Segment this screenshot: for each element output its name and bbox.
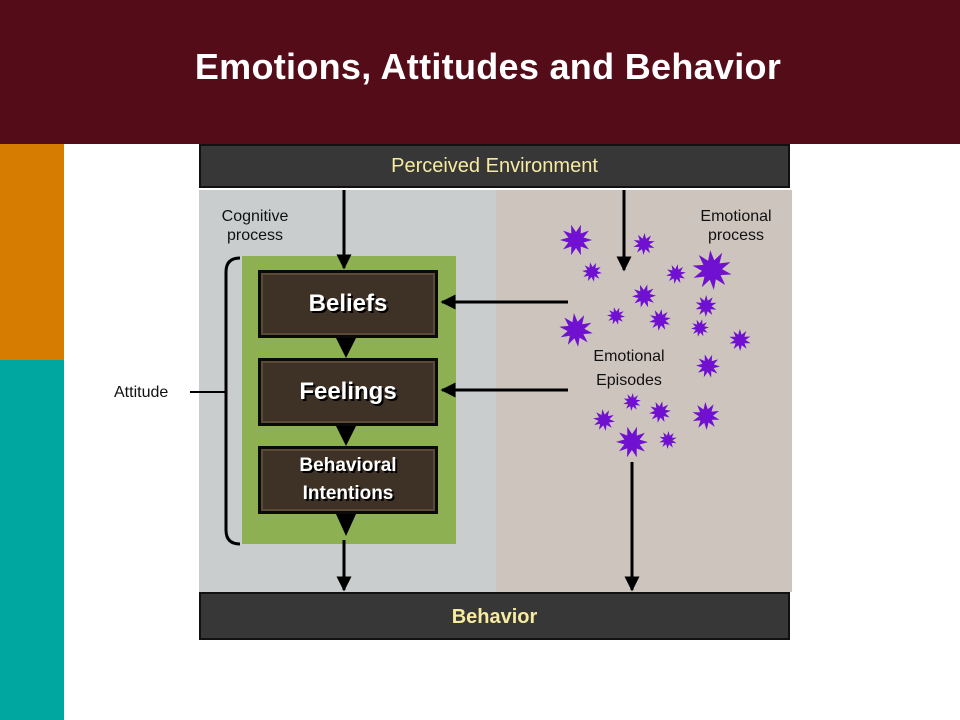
starburst-icon [692, 250, 732, 290]
behavioral-intentions-label: Behavioral Intentions [299, 452, 396, 508]
beliefs-box: Beliefs [258, 270, 438, 338]
starburst-icon [695, 295, 717, 317]
perceived-environment-bar: Perceived Environment [199, 144, 790, 188]
emotional-label-line2: process [707, 227, 765, 244]
side-accent-teal [0, 360, 64, 720]
emotional-label-line1: Emotional [700, 208, 772, 225]
starburst-icon [559, 313, 593, 347]
cognitive-label-line2: process [226, 227, 284, 244]
intentions-line2: Intentions [302, 483, 394, 504]
starburst-icon [607, 307, 625, 325]
chevron-feelings-to-intentions [336, 426, 356, 446]
starburst-icon [729, 329, 751, 351]
starburst-icon [582, 262, 602, 282]
starburst-icon [659, 431, 677, 449]
starburst-icon [623, 393, 641, 411]
starburst-icon [633, 233, 655, 255]
intentions-line1: Behavioral [299, 455, 397, 476]
starburst-icon [560, 224, 592, 256]
starburst-icon [691, 319, 709, 337]
starburst-icon [632, 284, 656, 308]
behavioral-intentions-box: Behavioral Intentions [258, 446, 438, 514]
cognitive-label-line1: Cognitive [221, 208, 289, 225]
starburst-icon [616, 426, 648, 458]
starburst-icon [666, 264, 686, 284]
feelings-label: Feelings [299, 378, 397, 405]
episodes-label-line1: Emotional [593, 348, 665, 365]
starburst-icon [593, 409, 615, 431]
behavior-bar: Behavior [199, 592, 790, 640]
chevron-intentions-out [336, 514, 356, 536]
feelings-box: Feelings [258, 358, 438, 426]
emotional-episodes-label: Emotional Episodes [584, 345, 674, 393]
starburst-icon [649, 401, 671, 423]
attitude-label: Attitude [114, 384, 169, 401]
cognitive-process-label: Cognitive process [200, 207, 310, 245]
episodes-label-line2: Episodes [596, 372, 662, 389]
attitude-bracket [224, 256, 241, 546]
starburst-icon [696, 354, 720, 378]
emotional-episode-bursts [559, 224, 751, 458]
starburst-icon [692, 402, 720, 430]
starburst-icon [649, 309, 671, 331]
side-accent-orange [0, 144, 64, 360]
slide-title: Emotions, Attitudes and Behavior [194, 46, 782, 87]
chevron-beliefs-to-feelings [336, 338, 356, 358]
slide-header [0, 0, 960, 144]
beliefs-label: Beliefs [308, 290, 388, 317]
emotional-process-label: Emotional process [678, 207, 794, 245]
